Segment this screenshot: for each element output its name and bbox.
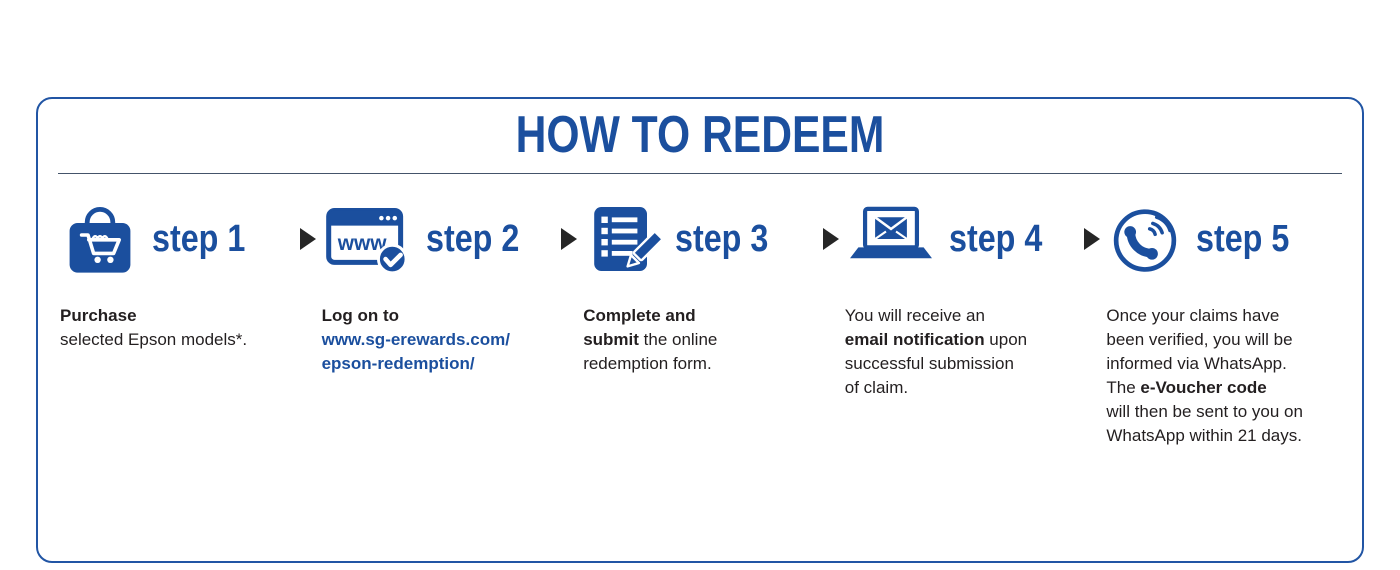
step-5-description: Once your claims have been verified, you … [1106,304,1340,448]
arrow-right-icon [294,228,322,250]
step-4-label: step 4 [948,217,1043,260]
browser-www-icon: www [322,197,414,281]
text-segment: will then be sent to you on [1106,402,1303,421]
text-segment: redemption form. [583,354,712,373]
url-link[interactable]: www.sg-erewards.com/ [321,330,510,349]
step-4: step 4 You will receive an email notifica… [845,194,1079,400]
text-segment: You will receive an [844,306,985,325]
arrow-triangle [1084,228,1101,250]
text-segment: Once your claims have [1106,306,1280,325]
step-4-description: You will receive an email notification up… [845,304,1079,400]
page-title: HOW TO REDEEM [515,106,885,164]
step-2-header: www step 2 [322,194,556,284]
browser-www-text: www [336,232,386,255]
step-3-header: step 3 [583,194,817,284]
step-4-header: step 4 [845,194,1079,284]
laptop-email-icon [845,197,937,281]
text-segment: been verified, you will be [1106,330,1293,349]
title-divider [58,173,1342,174]
form-pencil-icon [583,199,664,279]
text-segment: Purchase [60,306,137,325]
arrow-right-icon [1078,228,1106,250]
text-segment: Complete and [583,306,696,325]
text-segment: upon [984,330,1028,349]
step-1: step 1 Purchase selected Epson models*. [60,194,294,352]
step-2-description: Log on to www.sg-erewards.com/epson-redem… [322,304,556,376]
step-2: www step 2 Log on to www.sg-erewards.com/… [322,194,556,376]
shopping-bag-cart-icon [60,199,140,279]
text-segment: informed via WhatsApp. [1106,354,1287,373]
arrow-right-icon [555,228,583,250]
text-segment: WhatsApp within 21 days. [1106,426,1302,445]
text-segment: submit [583,330,639,349]
text-segment: selected Epson models*. [60,330,248,349]
arrow-right-icon [817,228,845,250]
step-5-label: step 5 [1196,217,1290,260]
url-link[interactable]: epson-redemption/ [321,354,475,373]
text-segment: The [1106,378,1141,397]
step-1-label: step 1 [152,217,246,260]
steps-row: step 1 Purchase selected Epson models*. w… [38,174,1362,448]
text-segment: the online [638,330,718,349]
step-3-label: step 3 [675,217,769,260]
phone-call-icon [1106,200,1184,278]
step-5-header: step 5 [1106,194,1340,284]
text-segment: e-Voucher code [1140,378,1267,397]
text-segment: successful submission [844,354,1014,373]
arrow-triangle [822,228,839,250]
text-segment: of claim. [844,378,909,397]
text-segment: email notification [844,330,985,349]
step-3: step 3 Complete and submit the online rede… [583,194,817,376]
arrow-triangle [299,228,316,250]
step-3-description: Complete and submit the online redemption … [583,304,817,376]
arrow-triangle [561,228,578,250]
text-segment: Log on to [321,306,400,325]
step-2-label: step 2 [425,217,519,260]
step-1-header: step 1 [60,194,294,284]
step-1-description: Purchase selected Epson models*. [60,304,294,352]
step-5: step 5 Once your claims have been verifie… [1106,194,1340,448]
